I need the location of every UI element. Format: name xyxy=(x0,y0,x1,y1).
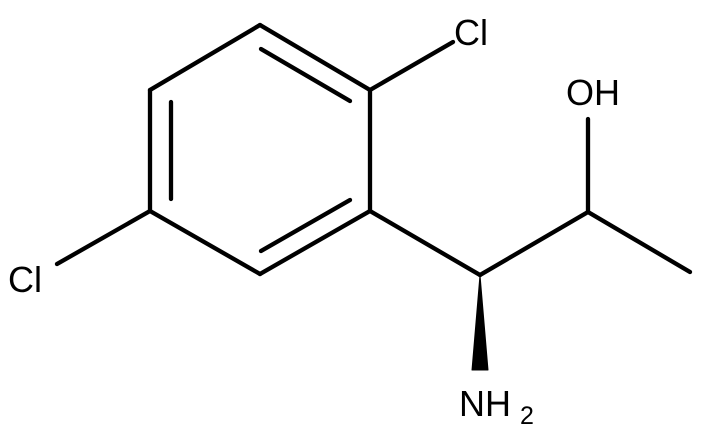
ring-double-bond-inner-lower xyxy=(258,197,353,254)
bond-chiral-carbon-to-carbinol xyxy=(477,209,591,278)
ring-bond-c4-c5 xyxy=(147,208,263,277)
ring-double-bond-inner-top xyxy=(258,46,353,104)
amine-label: NH xyxy=(459,383,511,424)
ring-bond-c6-c1 xyxy=(147,22,263,93)
wedge-bond-to-amine xyxy=(471,274,489,371)
benzene-ring xyxy=(147,22,373,277)
amine-subscript: 2 xyxy=(520,402,534,430)
chlorine-left-label: Cl xyxy=(8,259,42,300)
hydroxyl-label: OH xyxy=(566,72,620,113)
bond-ring-to-cl-top xyxy=(367,39,456,93)
chlorine-top-label: Cl xyxy=(454,12,488,53)
substituent-bonds xyxy=(54,39,693,371)
bond-carbinol-to-methyl xyxy=(585,209,693,275)
bond-ring-to-chiral-carbon xyxy=(367,208,483,278)
bond-ring-to-cl-left xyxy=(54,208,153,267)
ring-bond-c3-c4 xyxy=(257,208,373,277)
ring-bond-c1-c2 xyxy=(257,22,373,93)
